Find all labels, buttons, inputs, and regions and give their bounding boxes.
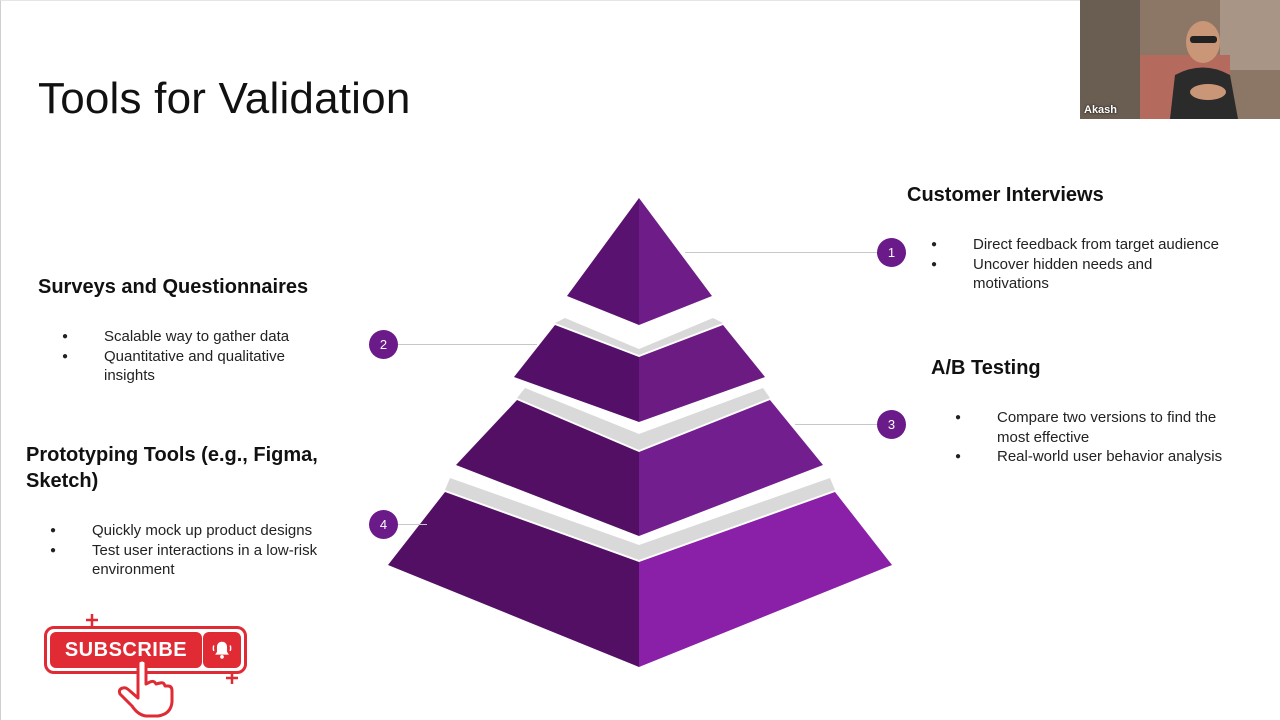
badge-1: 1: [877, 238, 906, 267]
pyramid-separator-2: [517, 388, 770, 450]
participant-name: Akash: [1084, 104, 1118, 116]
hand-cursor-icon: [117, 658, 174, 718]
list-item: Direct feedback from target audience: [931, 235, 1261, 255]
customer-interviews-list: Direct feedback from target audience Unc…: [931, 235, 1261, 294]
connector-line-2: [397, 344, 537, 345]
connector-line-3: [795, 424, 877, 425]
list-item: Quickly mock up product designs: [50, 521, 360, 541]
prototyping-list: Quickly mock up product designs Test use…: [50, 521, 360, 580]
webcam-feed[interactable]: Akash: [1080, 0, 1280, 119]
surveys-list: Scalable way to gather data Quantitative…: [62, 327, 342, 386]
customer-interviews-heading: Customer Interviews: [907, 184, 1104, 206]
webcam-person-image: [1080, 0, 1280, 119]
badge-3: 3: [877, 410, 906, 439]
subscribe-label: SUBSCRIBE: [50, 632, 202, 668]
badge-2: 2: [369, 330, 398, 359]
badge-4: 4: [369, 510, 398, 539]
surveys-heading: Surveys and Questionnaires: [38, 276, 309, 298]
pyramid-tier-4-right: [639, 492, 892, 667]
connector-line-4: [397, 524, 427, 525]
bell-icon: [203, 632, 241, 668]
list-item: Scalable way to gather data: [62, 327, 342, 347]
subscribe-decorations: [86, 614, 238, 684]
list-item: Real-world user behavior analysis: [955, 447, 1265, 467]
pyramid-tier-1-right: [639, 198, 712, 325]
connector-line-1: [685, 252, 877, 253]
list-item: Test user interactions in a low-risk env…: [50, 541, 357, 580]
pyramid-tier-2-left: [514, 325, 639, 422]
list-item: Quantitative and qualitative insights: [62, 347, 324, 386]
pyramid-tier-4-left: [388, 492, 639, 667]
list-item: Compare two versions to find the most ef…: [955, 408, 1247, 447]
pyramid-diagram: [388, 198, 892, 667]
pyramid-tier-3-left: [456, 400, 639, 536]
pyramid-tier-1-left: [567, 198, 639, 325]
ab-testing-list: Compare two versions to find the most ef…: [955, 408, 1265, 467]
pyramid-tier-3-right: [639, 400, 823, 536]
list-item: Uncover hidden needs and motivations: [931, 255, 1173, 294]
pyramid-separator-1: [555, 318, 723, 355]
prototyping-heading: Prototyping Tools (e.g., Figma, Sketch): [26, 444, 318, 492]
pyramid-tier-2-right: [639, 325, 765, 422]
slide-title: Tools for Validation: [38, 74, 411, 123]
ab-testing-heading: A/B Testing: [931, 357, 1041, 379]
